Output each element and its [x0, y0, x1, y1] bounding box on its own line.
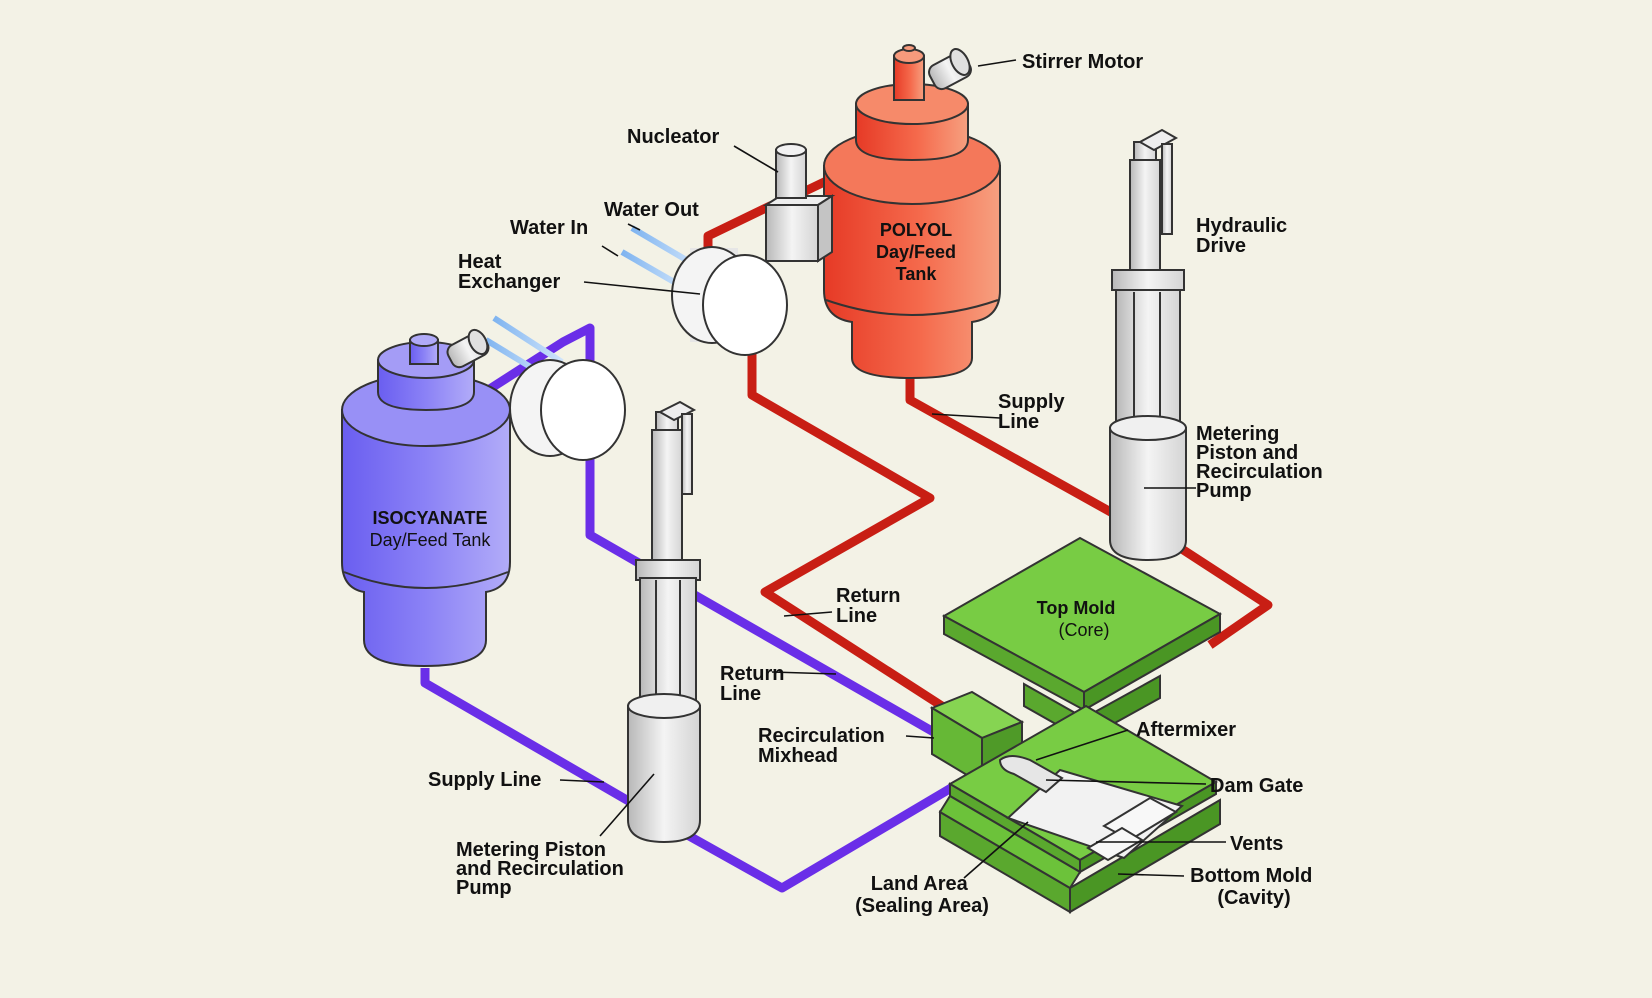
polyol-tank: [823, 44, 1001, 380]
heat-exchanger-iso-icon: [509, 359, 626, 461]
water-out-label: Water Out: [604, 199, 699, 221]
svg-text:POLYOL: POLYOL: [880, 220, 952, 240]
iso-stirrer-motor-icon: [446, 328, 490, 369]
svg-text:ISOCYANATE: ISOCYANATE: [372, 508, 487, 528]
vents-label: Vents: [1230, 833, 1283, 855]
aftermixer-label: Aftermixer: [1136, 719, 1236, 741]
water-in-label: Water In: [510, 217, 588, 239]
nucleator-icon: [762, 143, 836, 263]
isocyanate-tank-label-1: ISOCYANATE: [372, 508, 487, 528]
svg-text:(Core): (Core): [1058, 620, 1109, 640]
iso-metering-pump: [627, 400, 701, 844]
hydraulic-drive-label: Hydraulic Drive: [1196, 215, 1293, 257]
polyol-supply-line-label: Supply Line: [998, 391, 1070, 433]
dam-gate-label: Dam Gate: [1210, 775, 1303, 797]
iso-return-line-label: Return Line: [720, 663, 790, 705]
top-mold-label-1: Top Mold: [1037, 598, 1116, 618]
isocyanate-tank: [341, 333, 511, 668]
svg-text:Top Mold: Top Mold: [1037, 598, 1116, 618]
nucleator-label: Nucleator: [627, 126, 719, 148]
svg-text:Tank: Tank: [896, 264, 938, 284]
recirculation-mixhead-label: Recirculation Mixhead: [758, 725, 890, 767]
land-area-label: Land Area (Sealing Area): [855, 873, 989, 917]
bottom-mold: [938, 704, 1221, 914]
heat-exchanger-polyol-icon: [671, 246, 788, 356]
leader-lines: [559, 59, 1226, 879]
polyol-metering-pump-label: Metering Piston and Recirculation Pump: [1196, 423, 1328, 502]
svg-text:Day/Feed Tank: Day/Feed Tank: [370, 530, 492, 550]
top-mold-label-2: (Core): [1058, 620, 1109, 640]
polyol-tank-label-3: Tank: [896, 264, 938, 284]
polyol-return-line-label: Return Line: [836, 585, 906, 627]
polyol-tank-label-1: POLYOL: [880, 220, 952, 240]
heat-exchanger-label: Heat Exchanger: [458, 251, 560, 293]
polyol-metering-pump: [1109, 128, 1187, 562]
stirrer-motor-icon: [928, 48, 972, 91]
isocyanate-tank-label-2: Day/Feed Tank: [370, 530, 492, 550]
iso-supply-line-label: Supply Line: [428, 769, 541, 791]
polyol-tank-label-2: Day/Feed: [876, 242, 956, 262]
svg-text:Day/Feed: Day/Feed: [876, 242, 956, 262]
stirrer-motor-label: Stirrer Motor: [1022, 51, 1143, 73]
bottom-mold-label: Bottom Mold (Cavity): [1190, 865, 1318, 909]
iso-metering-pump-label: Metering Piston and Recirculation Pump: [456, 839, 629, 899]
